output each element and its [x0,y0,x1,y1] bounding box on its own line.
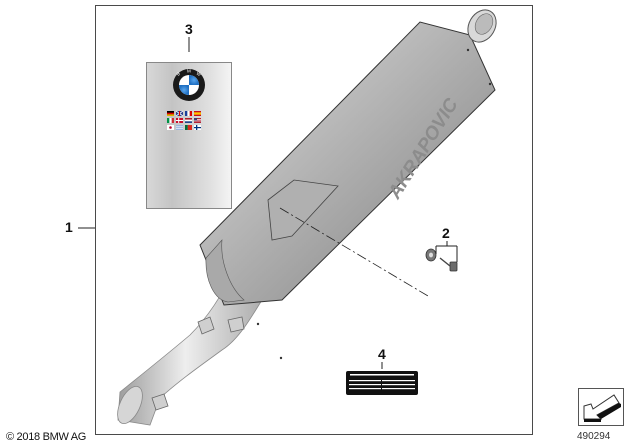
callout-2[interactable]: 2 [442,225,450,241]
callout-4[interactable]: 4 [378,346,386,362]
instruction-booklet[interactable] [146,62,232,209]
callout-3[interactable]: 3 [185,21,193,37]
diagram-frame [95,5,533,435]
reference-number: 490294 [577,431,611,442]
washer-and-bolt [425,248,458,272]
arrow-back-icon[interactable] [578,388,624,426]
callout-1[interactable]: 1 [65,219,73,235]
silencer-can [199,9,497,360]
copyright-text: © 2018 BMW AG [6,431,87,443]
link-pipe [117,267,269,426]
label-plate[interactable] [346,371,418,395]
